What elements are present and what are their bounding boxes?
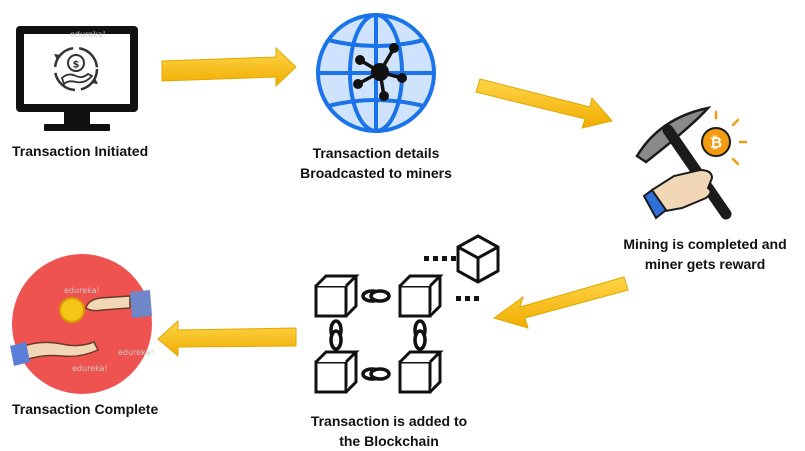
monitor-dollar-cycle-icon	[16, 26, 138, 131]
chain-block	[314, 350, 360, 394]
chain-block	[314, 274, 360, 318]
chain-block	[398, 350, 444, 394]
hand-coin-exchange-icon	[10, 254, 152, 394]
new-block	[456, 234, 500, 284]
arrow-blockchain-to-complete	[157, 319, 297, 358]
step-broadcast-label: Transaction details Broadcasted to miner…	[300, 145, 452, 181]
arrow-mining-to-blockchain	[492, 276, 629, 329]
step-added-label: Transaction is added to the Blockchain	[310, 413, 468, 449]
globe-network-icon	[316, 13, 436, 133]
step-complete-label: Transaction Complete	[12, 401, 159, 417]
chain-block	[398, 274, 444, 318]
step-mining-label: Mining is completed and miner gets rewar…	[623, 236, 787, 272]
watermark-text: edureka!	[118, 348, 154, 357]
watermark-text: edureka!	[70, 30, 106, 39]
watermark-text: edureka!	[64, 286, 100, 295]
chain-link	[329, 289, 427, 381]
bitcoin-symbol: ₿	[710, 134, 722, 152]
arrow-broadcast-to-mining	[475, 78, 613, 129]
pickaxe-bitcoin-icon	[635, 106, 748, 220]
step-initiated-label: Transaction Initiated	[12, 143, 149, 159]
watermark-text: edureka!	[72, 364, 108, 373]
dollar-symbol: $	[73, 60, 80, 71]
blockchain-blocks-icon	[314, 234, 500, 394]
arrow-initiated-to-broadcast	[161, 46, 297, 88]
